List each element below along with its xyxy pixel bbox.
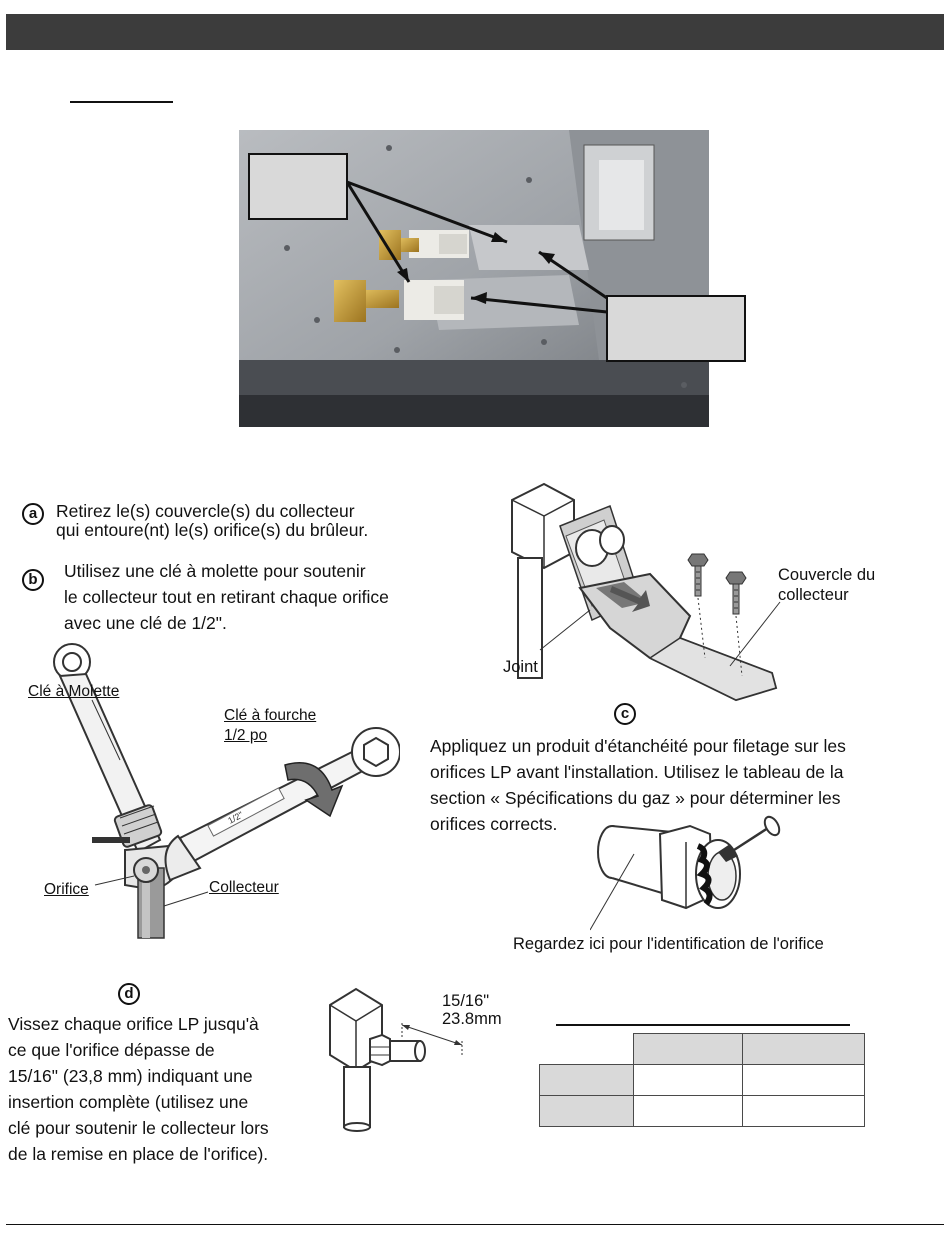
table-row: [539, 1064, 865, 1096]
insertion-depth-millimeters: 23.8mm: [442, 1010, 502, 1028]
table-row-header-cell: [539, 1064, 634, 1096]
step-d-text: Vissez chaque orifice LP jusqu'à ce que …: [8, 1011, 269, 1167]
step-d-line: ce que l'orifice dépasse de: [8, 1040, 215, 1060]
insertion-depth-label: 15/16" 23.8mm: [442, 992, 502, 1028]
step-b-line: avec une clé de 1/2".: [64, 613, 227, 633]
manifold-cover-label-line: collecteur: [778, 586, 849, 604]
table-header-cell: [742, 1033, 865, 1065]
step-b-text: Utilisez une clé à molette pour soutenir…: [64, 558, 389, 636]
step-a-line: Retirez le(s) couvercle(s) du collecteur: [56, 501, 355, 521]
section-title-underline: [70, 101, 173, 103]
manifold-cover-label-line: Couvercle du: [778, 566, 876, 584]
step-d-marker: d: [118, 983, 140, 1005]
step-b-line: Utilisez une clé à molette pour soutenir: [64, 561, 366, 581]
table-row-header-cell: [539, 1095, 634, 1127]
photo-callout-box-left: [248, 153, 348, 220]
table-title-underline: [556, 1024, 850, 1026]
step-c-marker: c: [614, 703, 636, 725]
open-end-wrench-label-line: 1/2 po: [224, 727, 268, 744]
step-b-marker: b: [22, 569, 44, 591]
step-d-line: insertion complète (utilisez une: [8, 1092, 249, 1112]
photo-callout-box-right: [606, 295, 746, 362]
table-header-cell: [632, 1033, 744, 1065]
table-row: [540, 1033, 865, 1065]
orifice-identification-label: Regardez ici pour l'identification de l'…: [513, 935, 824, 953]
step-c-line: section « Spécifications du gaz » pour d…: [430, 788, 841, 808]
header-bar: [6, 14, 944, 50]
wrench-illustration: 1/2": [30, 640, 401, 950]
step-d-line: clé pour soutenir le collecteur lors: [8, 1118, 269, 1138]
adjustable-wrench-label: Clé à Molette: [28, 683, 120, 700]
step-c-line: orifices corrects.: [430, 814, 558, 834]
gasket-label: Joint: [503, 658, 538, 676]
step-d-line: de la remise en place de l'orifice).: [8, 1144, 269, 1164]
orifice-label: Orifice: [44, 881, 89, 898]
open-end-wrench-label-line: Clé à fourche: [224, 707, 317, 724]
step-a-text: Retirez le(s) couvercle(s) du collecteur…: [56, 502, 368, 540]
table-cell: [742, 1095, 865, 1127]
table-cell: [540, 1034, 634, 1065]
insertion-depth-inches: 15/16": [442, 992, 490, 1010]
manifold-label: Collecteur: [209, 879, 279, 896]
table-cell: [742, 1064, 865, 1096]
table-cell: [632, 1095, 744, 1127]
footer-rule: [6, 1224, 944, 1225]
manifold-photo: [239, 130, 709, 427]
table-cell: [632, 1064, 744, 1096]
step-d-line: 15/16" (23,8 mm) indiquant une: [8, 1066, 253, 1086]
table-row: [539, 1095, 865, 1127]
manifold-cover-illustration: [500, 478, 790, 708]
step-a-marker: a: [22, 503, 44, 525]
manifold-cover-label: Couvercle du collecteur: [778, 565, 875, 605]
orifice-spec-table: [539, 1033, 865, 1127]
step-d-line: Vissez chaque orifice LP jusqu'à: [8, 1014, 259, 1034]
open-end-wrench-label: Clé à fourche 1/2 po: [224, 706, 316, 746]
step-a-line: qui entoure(nt) le(s) orifice(s) du brûl…: [56, 520, 369, 540]
orifice-sealant-illustration: [589, 812, 790, 937]
step-c-line: orifices LP avant l'installation. Utilis…: [430, 762, 844, 782]
orifice-depth-illustration: [326, 985, 476, 1135]
step-c-text: Appliquez un produit d'étanchéité pour f…: [430, 733, 846, 837]
step-b-line: le collecteur tout en retirant chaque or…: [64, 587, 389, 607]
step-c-line: Appliquez un produit d'étanchéité pour f…: [430, 736, 846, 756]
